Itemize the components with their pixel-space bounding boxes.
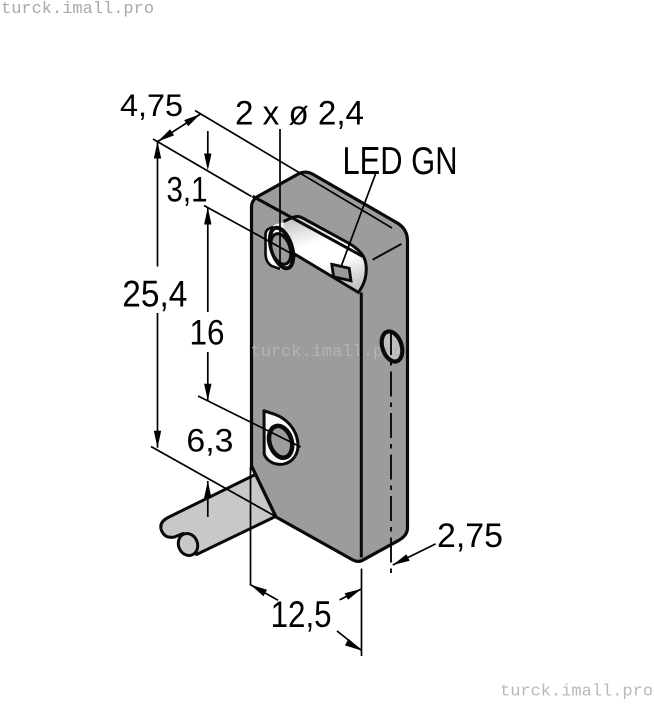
svg-text:turck.imall.pro: turck.imall.pro [500, 683, 653, 701]
svg-text:LED GN: LED GN [343, 140, 458, 183]
svg-text:25,4: 25,4 [122, 273, 187, 315]
svg-text:2,75: 2,75 [437, 517, 503, 555]
svg-text:turck.imall.pro: turck.imall.pro [251, 343, 404, 362]
svg-text:16: 16 [190, 313, 225, 353]
svg-text:6,3: 6,3 [186, 423, 233, 459]
svg-text:4,75: 4,75 [120, 87, 183, 123]
svg-text:2 x ø 2,4: 2 x ø 2,4 [235, 95, 364, 133]
svg-text:12,5: 12,5 [271, 593, 332, 635]
svg-text:turck.imall.pro: turck.imall.pro [1, 0, 154, 19]
svg-text:3,1: 3,1 [167, 171, 208, 210]
